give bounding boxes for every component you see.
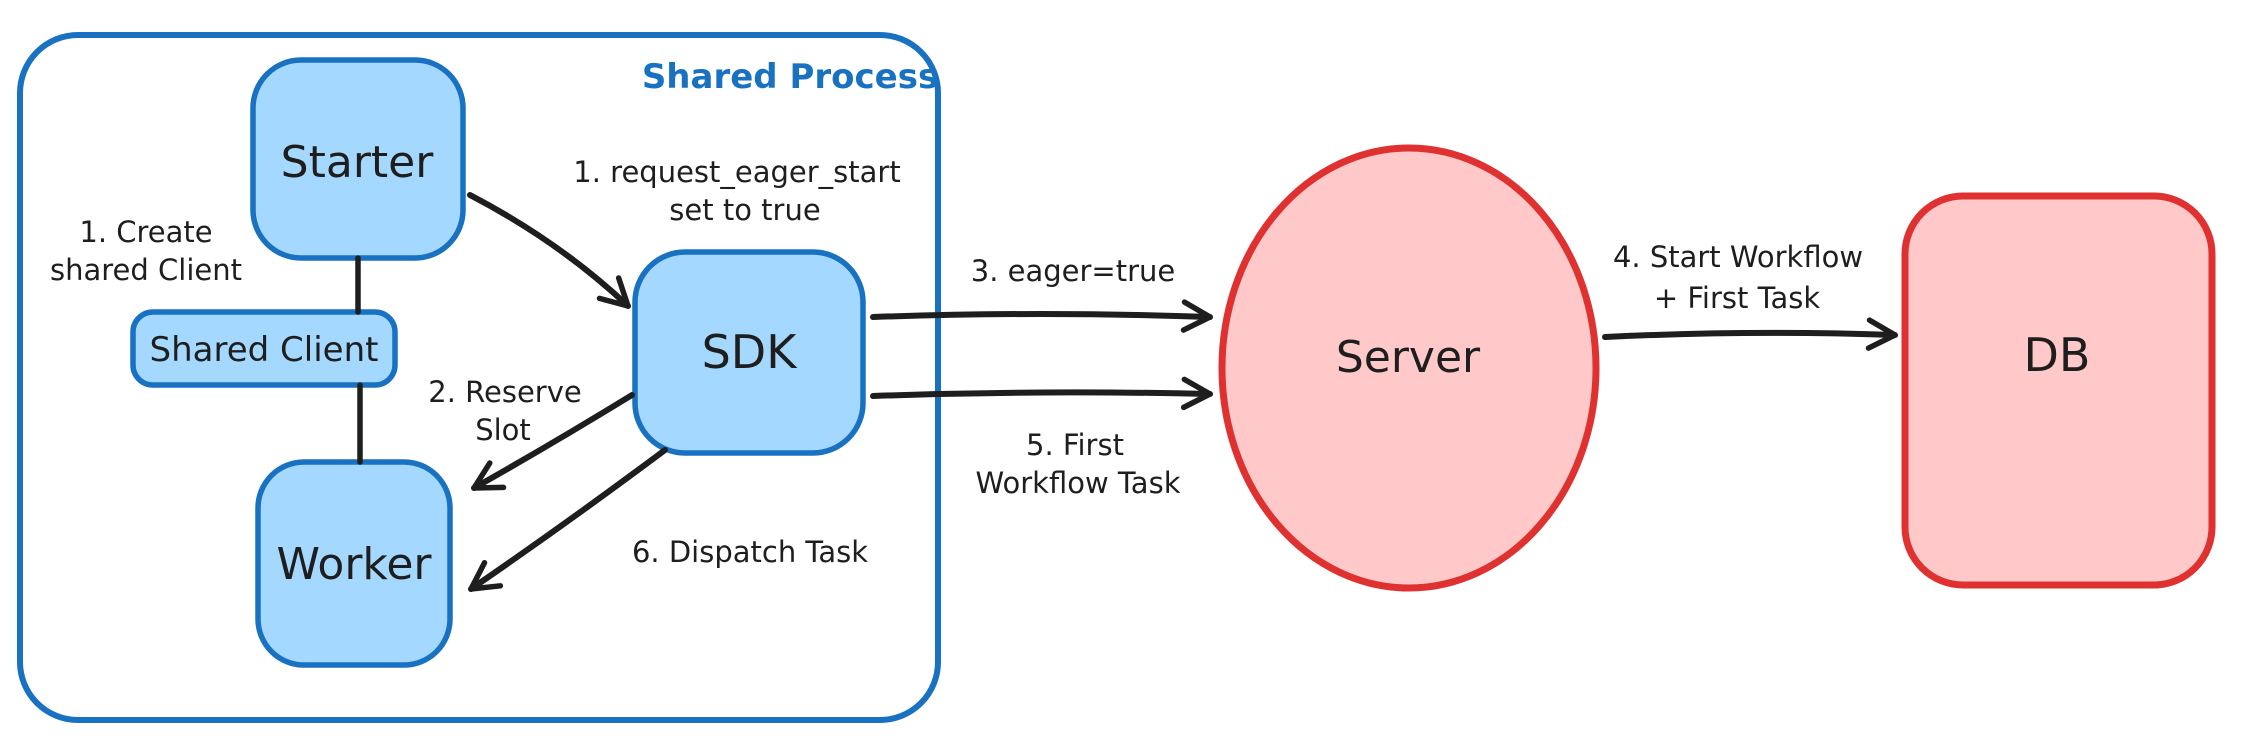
label-first-task-line1: 5. First: [1026, 428, 1124, 462]
label-request-eager-line1: 1. request_eager_start: [573, 155, 900, 189]
label-start-workflow-line2: + First Task: [1654, 281, 1821, 315]
arrow-sdk-to-worker-reserve: [471, 392, 635, 491]
label-create-client-line2: shared Client: [50, 253, 242, 287]
shared-process-label: Shared Process: [642, 57, 938, 97]
shared-process-container: [17, 32, 941, 723]
starter-label: Starter: [281, 137, 435, 188]
label-eager-true: 3. eager=true: [971, 254, 1176, 288]
label-start-workflow-line1: 4. Start Workflow: [1613, 240, 1863, 274]
server-node: [1218, 144, 1600, 592]
db-node: [1901, 192, 2216, 589]
label-request-eager-line2: set to true: [669, 193, 820, 227]
shared-client-node: [130, 309, 398, 388]
server-label: Server: [1336, 332, 1481, 383]
shared-client-label: Shared Client: [150, 330, 379, 370]
arrow-sdk-to-worker-dispatch: [468, 447, 668, 592]
sdk-node: [632, 249, 866, 456]
worker-label: Worker: [276, 539, 432, 590]
label-create-client-line1: 1. Create: [79, 215, 212, 249]
arrow-sdk-to-server-eager: [870, 299, 1213, 333]
label-reserve-line2: Slot: [475, 413, 531, 447]
arrow-starter-to-sdk: [467, 192, 631, 309]
label-dispatch-task: 6. Dispatch Task: [632, 535, 868, 569]
arrow-server-to-db: [1602, 317, 1898, 351]
worker-node: [255, 459, 453, 668]
label-reserve-line1: 2. Reserve: [428, 375, 581, 409]
label-first-task-line2: Workflow Task: [976, 466, 1181, 500]
db-label: DB: [2024, 328, 2091, 382]
arrow-sdk-to-server-first-task: [870, 376, 1213, 411]
sdk-label: SDK: [702, 325, 799, 379]
